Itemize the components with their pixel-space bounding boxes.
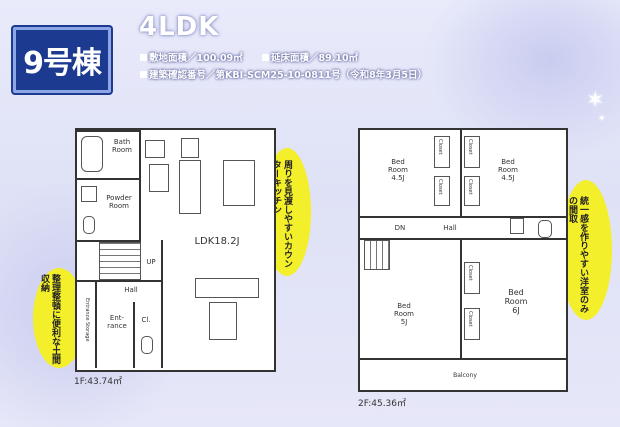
bullet-icon — [140, 54, 147, 61]
floor-area: 延床面積／89.10㎡ — [262, 50, 358, 64]
up-label: UP — [146, 258, 156, 266]
closet-label: Cl. — [141, 316, 151, 324]
building-permit: 建築確認番号／第KBI-SCM25-10-0811号（令和8年3月5日） — [140, 67, 427, 81]
down-label: DN — [394, 224, 406, 232]
callout-bubble-rooms — [560, 180, 612, 320]
hall-label: Hall — [443, 224, 457, 232]
entrance-storage-label: Entrance Storage — [84, 298, 90, 342]
floor1-plan: Bath Room Powder Room UP Hall Entrance S… — [75, 128, 276, 372]
staircase — [364, 240, 390, 270]
staircase — [99, 242, 141, 280]
coffee-table-icon — [209, 302, 237, 340]
bedroom-5j: Bed Room 5J — [394, 302, 414, 326]
sparkle-icon: ✦ — [598, 114, 606, 124]
sink-icon — [510, 218, 524, 234]
toilet-icon — [83, 216, 95, 234]
powder-room-label: Powder Room — [106, 194, 132, 210]
balcony-label: Balcony — [453, 372, 477, 379]
closet: Closet — [464, 262, 480, 294]
pantry-icon — [149, 164, 169, 192]
kitchen-callout-text: 周りを見渡しやすいカウンターキッチン — [271, 160, 292, 268]
washing-machine-icon — [81, 186, 97, 202]
floor2-area: 2F:45.36㎡ — [358, 399, 407, 409]
bedroom-4-5j-right: Bed Room 4.5J — [498, 158, 518, 182]
toilet-icon — [141, 336, 153, 354]
building-number-badge: 9号棟 — [13, 27, 111, 93]
stove-icon — [181, 138, 199, 158]
closet: Closet — [464, 176, 480, 206]
bedroom-6j: Bed Room 6J — [504, 288, 528, 315]
layout-title: 4LDK — [139, 12, 220, 42]
land-area: 敷地面積／100.09㎡ — [140, 50, 243, 64]
storage-callout-text: 整理整頓に便利な土間収納 — [39, 274, 60, 364]
hall-label: Hall — [124, 286, 138, 294]
floor1-area: 1F:43.74㎡ — [74, 377, 123, 387]
entrance-label: Ent- rance — [107, 314, 127, 330]
closet: Closet — [434, 136, 450, 168]
sparkle-icon: ✶ — [586, 88, 605, 113]
dining-table-icon — [223, 160, 255, 206]
bullet-icon — [262, 54, 269, 61]
bedroom-4-5j-left: Bed Room 4.5J — [388, 158, 408, 182]
fridge-icon — [145, 140, 165, 158]
bath-room-label: Bath Room — [112, 138, 132, 154]
closet: Closet — [464, 308, 480, 340]
closet: Closet — [434, 176, 450, 206]
sofa-icon — [195, 278, 259, 298]
toilet-icon — [538, 220, 552, 238]
kitchen-counter — [179, 160, 201, 214]
ldk-label: LDK18.2J — [194, 236, 240, 247]
floor2-plan: Bed Room 4.5J Bed Room 4.5J Bed Room 5J … — [358, 128, 568, 392]
bathtub-icon — [81, 136, 103, 172]
rooms-callout-text: 統一感を作りやすい洋室のみの間取 — [567, 196, 588, 313]
bullet-icon — [140, 71, 147, 78]
closet: Closet — [464, 136, 480, 168]
